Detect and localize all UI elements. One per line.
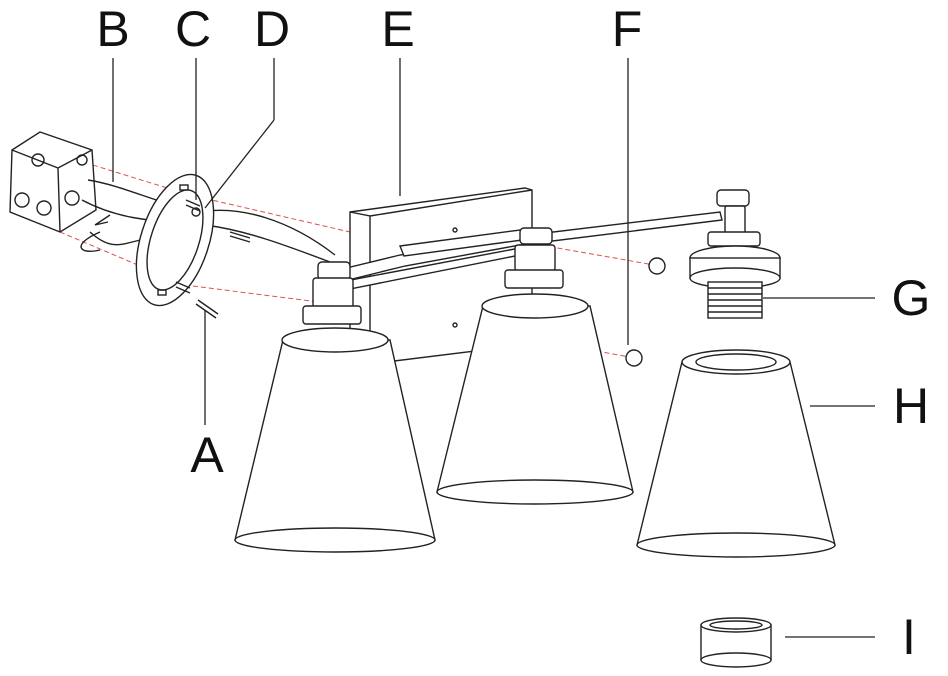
screws [175,199,251,319]
label-b: B [96,1,130,57]
socket-holders [302,231,761,325]
label-h: H [892,378,930,434]
label-i: I [902,609,916,665]
leader-lines [112,58,875,638]
label-f: F [611,1,643,57]
collar-ring [700,617,772,668]
shades [234,293,836,558]
label-d: D [253,1,291,57]
junction-box [9,131,97,233]
label-e: E [381,1,415,57]
threaded-sleeve [689,245,781,319]
mounting-plate [135,173,215,307]
caps [317,189,750,367]
label-c: C [174,1,212,57]
label-g: G [891,270,931,326]
label-a: A [190,427,224,483]
